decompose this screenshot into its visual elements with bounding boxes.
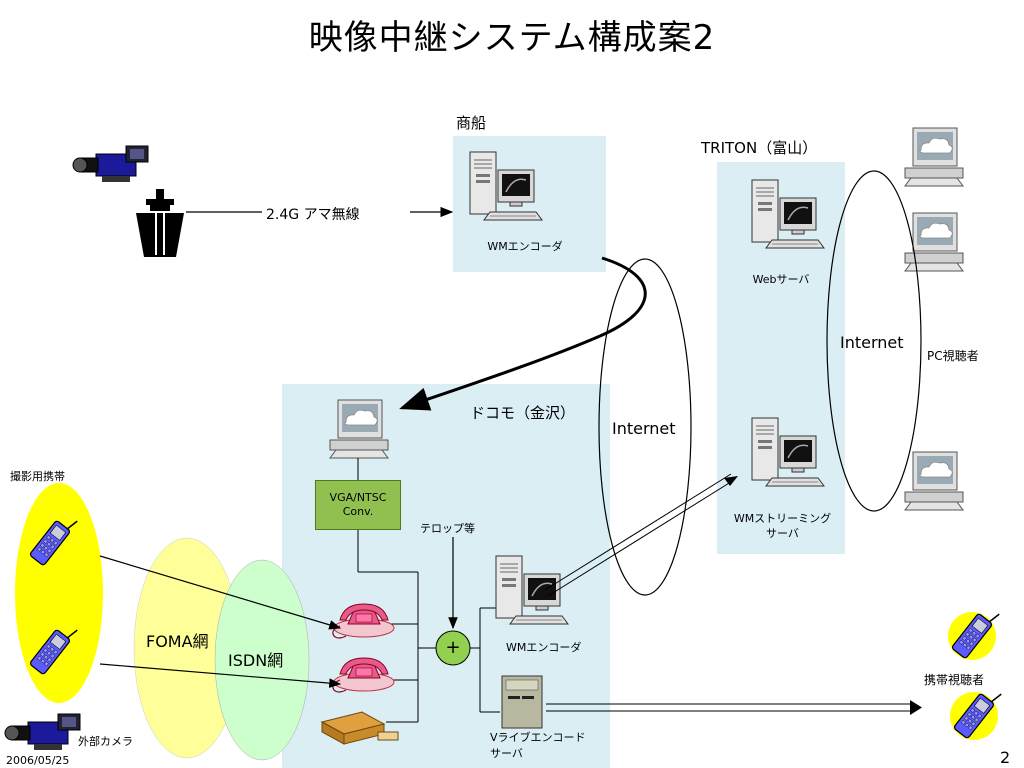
vlive-label-line2: サーバ (490, 747, 523, 760)
web-server-label: Webサーバ (752, 273, 810, 286)
docomo-label: ドコモ（金沢） (470, 404, 576, 422)
internet-right-label: Internet (840, 333, 904, 352)
ship-encoder-pc-icon (469, 151, 543, 221)
internet-ellipse-mid (598, 258, 692, 596)
streaming-server-pc-icon (751, 417, 825, 487)
footer-date: 2006/05/25 (6, 754, 70, 767)
streaming-server-label: WMストリーミング サーバ (720, 511, 845, 541)
isdn-ellipse (214, 559, 310, 761)
isdn-label: ISDN網 (228, 651, 284, 670)
page-title: 映像中継システム構成案2 (308, 18, 716, 58)
converter-line2: Conv. (342, 505, 374, 518)
mobile-camera-ellipse (15, 483, 103, 703)
pc-viewer-icon (904, 451, 964, 511)
vlive-server-label: Vライブエンコード サーバ (490, 730, 586, 762)
vlive-label-line1: Vライブエンコード (490, 731, 586, 744)
web-server-pc-icon (751, 179, 825, 249)
telephone-icon (332, 603, 395, 639)
ship-label: 商船 (456, 114, 487, 132)
ship-to-docomo-arrow (399, 256, 647, 411)
video-camera-icon (72, 145, 149, 183)
internet-ellipse-right (826, 170, 922, 512)
wireless-label: 2.4G アマ無線 (266, 207, 360, 223)
docomo-pc-icon (329, 399, 389, 459)
external-camera-icon (4, 713, 81, 751)
ship-icon (136, 189, 184, 257)
telephone-icon (332, 657, 395, 693)
vlive-server-icon (501, 675, 543, 729)
page-number: 2 (1000, 748, 1011, 767)
telop-label: テロップ等 (420, 522, 475, 535)
streaming-label-line1: WMストリーミング (733, 512, 832, 525)
triton-label: TRITON（富山） (701, 139, 818, 157)
external-camera-label: 外部カメラ (78, 735, 133, 748)
pc-viewer-label: PC視聴者 (927, 349, 979, 363)
foma-label: FOMA網 (146, 632, 209, 651)
plus-symbol: + (445, 637, 461, 658)
converter-line1: VGA/NTSC (329, 491, 387, 504)
internet-mid-label: Internet (612, 419, 676, 438)
mobile-viewer-label: 携帯視聴者 (924, 673, 985, 687)
docomo-encoder-label: WMエンコーダ (506, 641, 582, 654)
isdn-router-icon (320, 711, 399, 745)
mobile-camera-label: 撮影用携帯 (10, 470, 65, 483)
ship-encoder-label: WMエンコーダ (487, 240, 563, 253)
pc-viewer-icon (904, 212, 964, 272)
pc-viewer-icon (904, 127, 964, 187)
vga-ntsc-converter-box: VGA/NTSC Conv. (315, 480, 401, 530)
streaming-label-line2: サーバ (766, 527, 799, 540)
